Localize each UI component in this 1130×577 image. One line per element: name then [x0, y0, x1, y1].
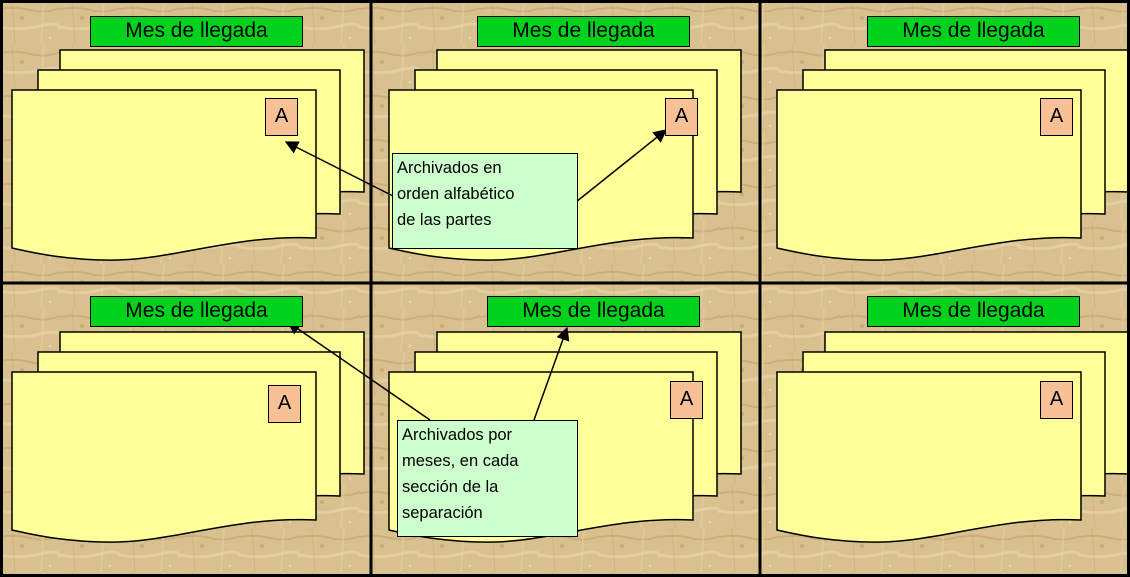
note-line: sección de la: [402, 478, 499, 496]
alphabet-tab: A: [1040, 381, 1073, 419]
pointer-arrow: [533, 326, 570, 421]
note-line: Archivados por: [402, 426, 513, 444]
note-line: de las partes: [397, 211, 492, 229]
month-header-label: Mes de llegada: [867, 16, 1080, 47]
note-line: Archivados en: [397, 159, 502, 177]
month-header-label: Mes de llegada: [867, 296, 1080, 327]
folder-sheet: [11, 371, 317, 543]
pointer-arrow: [575, 129, 668, 203]
alphabet-tab: A: [670, 381, 703, 419]
note-line: separación: [402, 504, 483, 522]
monthly-note: Archivados por meses, en cada sección de…: [397, 420, 578, 537]
alphabet-tab: A: [665, 98, 698, 136]
note-line: orden alfabético: [397, 185, 515, 203]
folder-sheet: [776, 371, 1082, 543]
alphabetical-note: Archivados en orden alfabético de las pa…: [392, 153, 578, 249]
note-line: meses, en cada: [402, 452, 519, 470]
month-header-label: Mes de llegada: [90, 16, 303, 47]
month-header-label: Mes de llegada: [90, 296, 303, 327]
folder-sheet: [11, 89, 317, 261]
month-header-label: Mes de llegada: [477, 16, 690, 47]
pointer-arrow: [286, 321, 431, 421]
folder-sheet: [776, 89, 1082, 261]
alphabet-tab: A: [1040, 98, 1073, 136]
arrows: [284, 129, 668, 421]
alphabet-tab: A: [265, 98, 298, 136]
alphabet-tab: A: [268, 385, 301, 423]
month-header-label: Mes de llegada: [487, 296, 700, 327]
pointer-arrow: [284, 141, 394, 197]
